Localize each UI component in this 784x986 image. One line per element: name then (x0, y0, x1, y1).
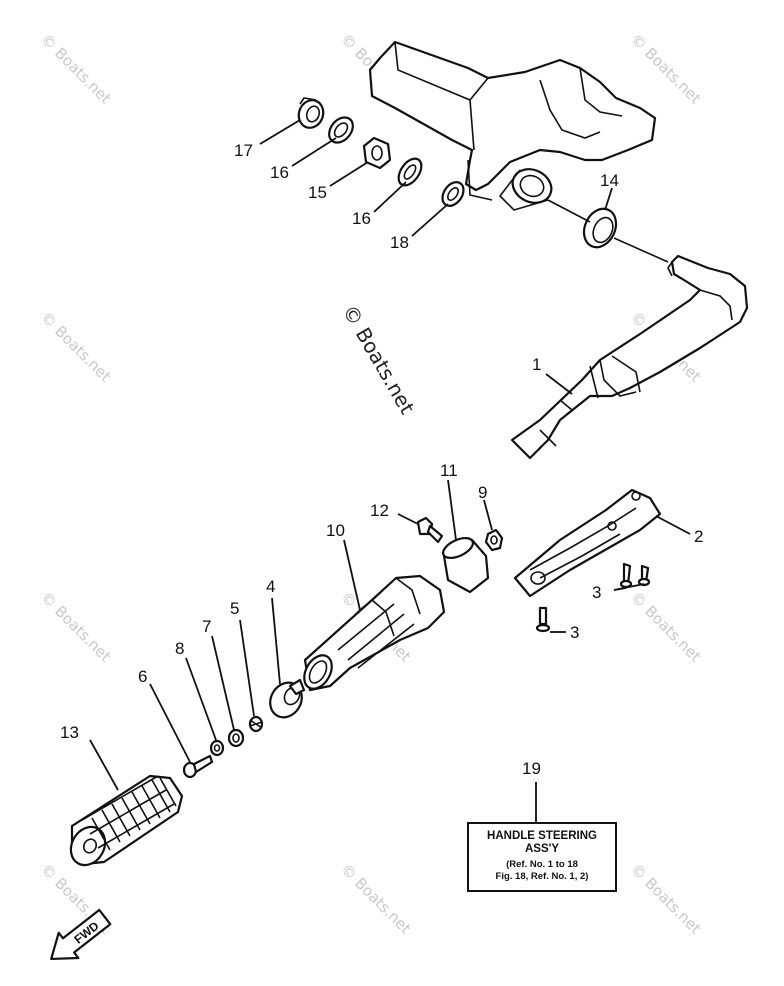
part-13-grip (69, 774, 184, 867)
callout-9: 9 (478, 483, 487, 502)
callout-4: 4 (266, 577, 275, 596)
leader-lines (89, 119, 691, 822)
callout-15: 15 (308, 183, 327, 202)
part-1-steering-handle (510, 254, 749, 460)
part-2-throttle-bracket (513, 488, 662, 598)
callout-1: 1 (532, 355, 541, 374)
callout-16-lower: 16 (352, 209, 371, 228)
callout-19: 19 (522, 759, 541, 778)
callout-3-pair: 3 (592, 583, 601, 602)
part-10-grip-tube (303, 574, 446, 692)
assembly-label-box: HANDLE STEERING ASS'Y (Ref. No. 1 to 18 … (467, 822, 617, 892)
part-12-bolt (416, 516, 444, 544)
callout-3-single: 3 (570, 623, 579, 642)
callout-10: 10 (326, 521, 345, 540)
callout-16-upper: 16 (270, 163, 289, 182)
callout-numbers: 17 16 15 16 18 14 1 11 9 12 10 4 5 7 8 6… (60, 141, 703, 778)
fwd-arrow-icon: FWD (50, 908, 112, 961)
part-9-nut (484, 528, 504, 552)
callout-14: 14 (600, 171, 619, 190)
part-11-collar (442, 536, 490, 594)
assembly-label-line2: ASS'Y (524, 843, 560, 855)
callout-11: 11 (440, 461, 458, 480)
assembly-axis-line (547, 199, 669, 263)
callout-6: 6 (138, 667, 147, 686)
part-18-circlip (441, 181, 465, 207)
callout-7: 7 (202, 617, 211, 636)
watermark-tile: © Boats.net (627, 30, 705, 108)
watermark-tile: © Boats.net (37, 30, 115, 108)
steering-bracket-outline (368, 40, 657, 211)
part-7-washer (227, 728, 245, 748)
part-6-screw (182, 754, 214, 779)
part-17-nut (297, 97, 325, 129)
callout-2: 2 (694, 527, 703, 546)
part-16-washer-lower (397, 157, 423, 187)
watermark-tile: © Boats.net (37, 308, 115, 386)
callout-5: 5 (230, 599, 239, 618)
watermark-tile: © Boats.net (337, 860, 415, 938)
callout-17: 17 (234, 141, 253, 160)
part-14-bushing (582, 207, 618, 249)
part-4-cap (269, 678, 306, 719)
callout-13: 13 (60, 723, 79, 742)
assembly-label-line1: HANDLE STEERING (487, 830, 597, 842)
callout-18: 18 (390, 233, 409, 252)
assembly-label-line3: (Ref. No. 1 to 18 (506, 859, 578, 870)
watermark-tile: © Boats.net (37, 588, 115, 666)
part-8-washer (209, 739, 225, 757)
assembly-label-line4: Fig. 18, Ref. No. 1, 2) (495, 871, 589, 882)
watermark-main: © Boats.net (338, 301, 420, 419)
watermark-tile: © Boats.net (627, 860, 705, 938)
part-15-hex-nut (362, 136, 392, 170)
callout-12: 12 (370, 501, 389, 520)
watermark-tile: © Boats.net (627, 588, 705, 666)
part-5-spring (248, 715, 264, 733)
callout-8: 8 (175, 639, 184, 658)
